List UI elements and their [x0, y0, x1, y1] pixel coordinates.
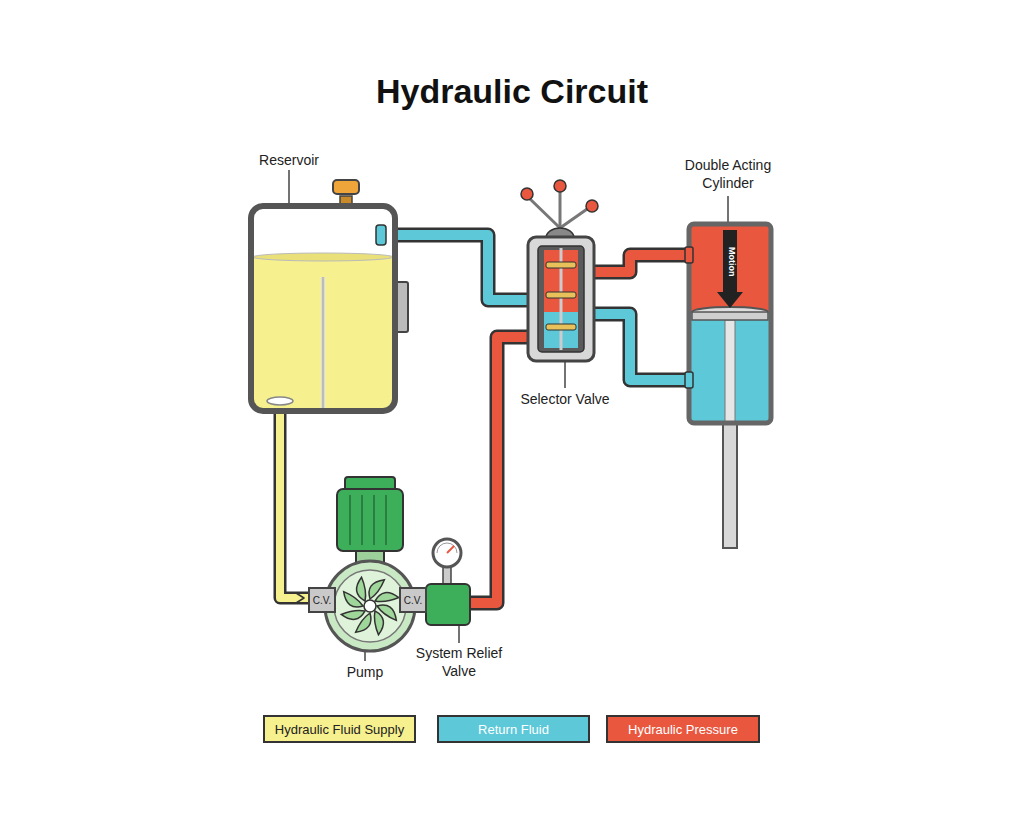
supply-pipe — [280, 412, 312, 603]
motion-label: Motion — [725, 247, 737, 277]
check-valve-box: C.V. — [308, 587, 337, 613]
legend-text: Hydraulic Pressure — [628, 722, 738, 737]
check-valve-label: C.V. — [313, 595, 332, 606]
return-pipes — [384, 235, 692, 380]
part-label: Reservoir — [259, 151, 319, 169]
check-valve-label: C.V. — [404, 595, 423, 606]
part-label: Selector Valve — [520, 390, 609, 408]
double-acting-cylinder — [685, 224, 771, 548]
legend-swatch: Hydraulic Pressure — [606, 715, 760, 743]
check-valve-box: C.V. — [399, 587, 428, 613]
legend-text: Hydraulic Fluid Supply — [275, 722, 404, 737]
diagram-title: Hydraulic Circuit — [376, 72, 648, 111]
impeller-vane — [357, 577, 366, 601]
part-label: Pump — [347, 663, 384, 681]
legend-swatch: Return Fluid — [437, 715, 590, 743]
legend-text: Return Fluid — [478, 722, 549, 737]
pump-motor — [337, 477, 403, 563]
impeller-vane — [341, 610, 365, 619]
part-label: System Relief Valve — [409, 644, 509, 680]
reservoir-tank — [251, 180, 408, 411]
impeller-vane — [374, 611, 383, 635]
relief-valve — [426, 539, 470, 625]
selector-valve — [521, 180, 598, 361]
part-label: Double Acting Cylinder — [673, 156, 783, 192]
legend-swatch: Hydraulic Fluid Supply — [263, 715, 416, 743]
impeller-vane — [375, 593, 399, 602]
